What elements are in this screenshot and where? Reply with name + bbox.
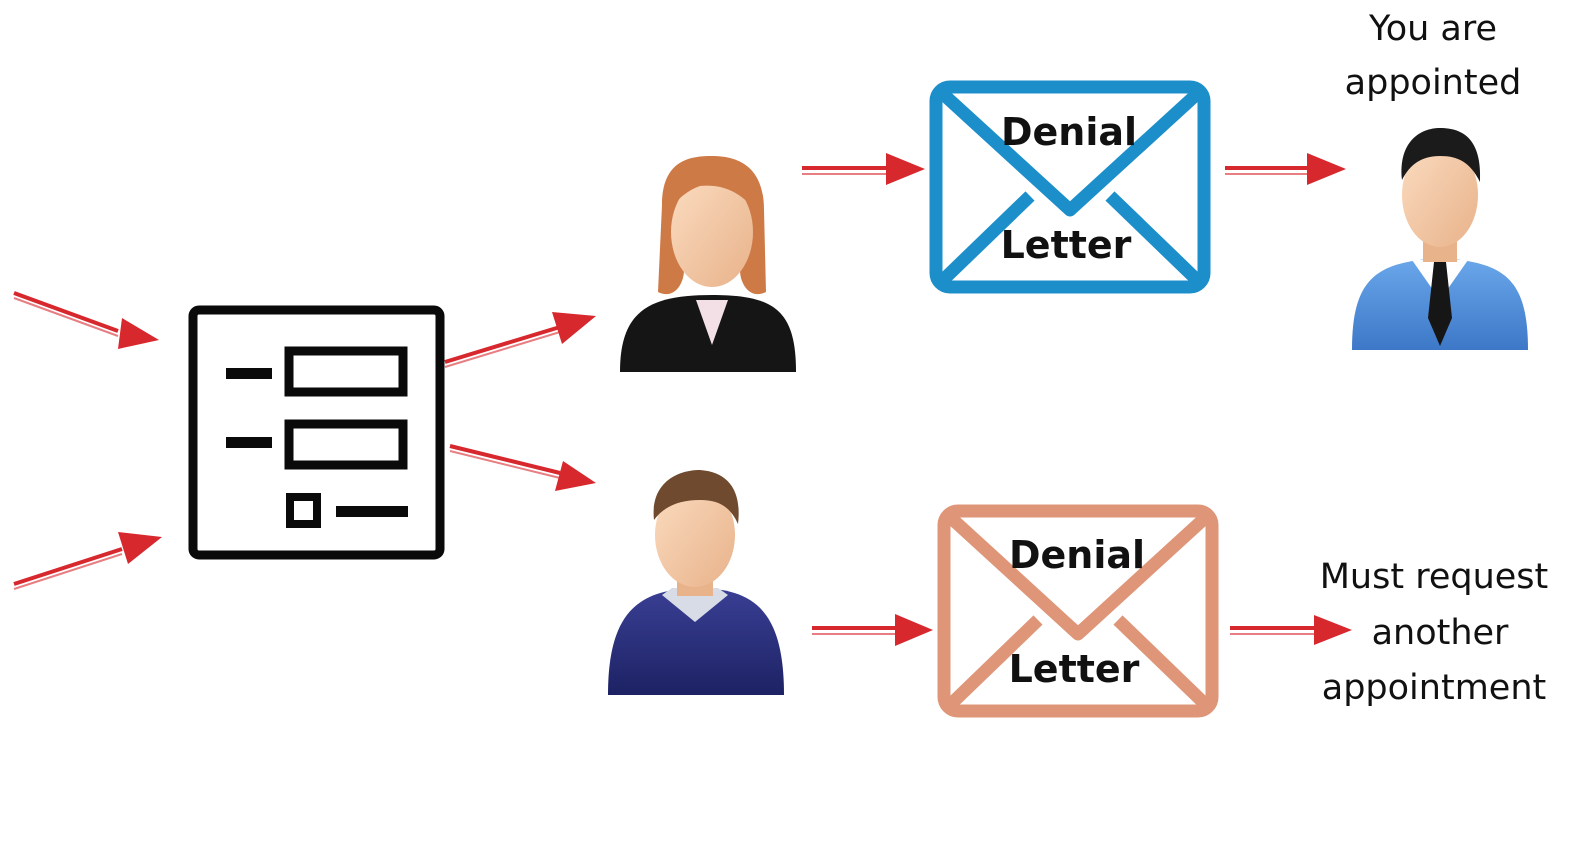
- bottom-outcome-line3: appointment: [1322, 668, 1546, 708]
- top-envelope-line1: Denial: [1001, 110, 1137, 154]
- top-outcome-caption: You are appointed: [1345, 9, 1522, 103]
- bottom-envelope-line2: Letter: [1009, 647, 1140, 691]
- bottom-outcome-line1: Must request: [1320, 557, 1549, 597]
- envelope-icon: Denial Letter: [937, 504, 1219, 718]
- bottom-outcome-caption: Must request another appointment: [1320, 557, 1549, 708]
- top-outcome-line2: appointed: [1345, 63, 1522, 103]
- bottom-envelope-line1: Denial: [1009, 533, 1145, 577]
- arrow-woman-to-envelope: [802, 153, 925, 185]
- arrow-man-to-envelope: [812, 614, 933, 646]
- arrow-envelope-to-appointed: [1225, 153, 1346, 185]
- arrow-form-to-man: [449, 444, 596, 491]
- arrow-form-to-woman: [444, 312, 596, 368]
- arrow-envelope-to-request: [1230, 615, 1352, 645]
- top-envelope-line2: Letter: [1001, 223, 1132, 267]
- man-user-icon: [608, 470, 784, 695]
- arrow-in-lower: [13, 532, 162, 590]
- bottom-outcome-line2: another: [1372, 613, 1509, 653]
- businessman-user-icon: [1352, 128, 1528, 350]
- woman-user-icon: [620, 156, 796, 372]
- form-icon: [188, 305, 445, 560]
- arrow-in-upper: [13, 291, 159, 349]
- top-outcome-line1: You are: [1368, 9, 1497, 49]
- envelope-icon: Denial Letter: [929, 80, 1211, 294]
